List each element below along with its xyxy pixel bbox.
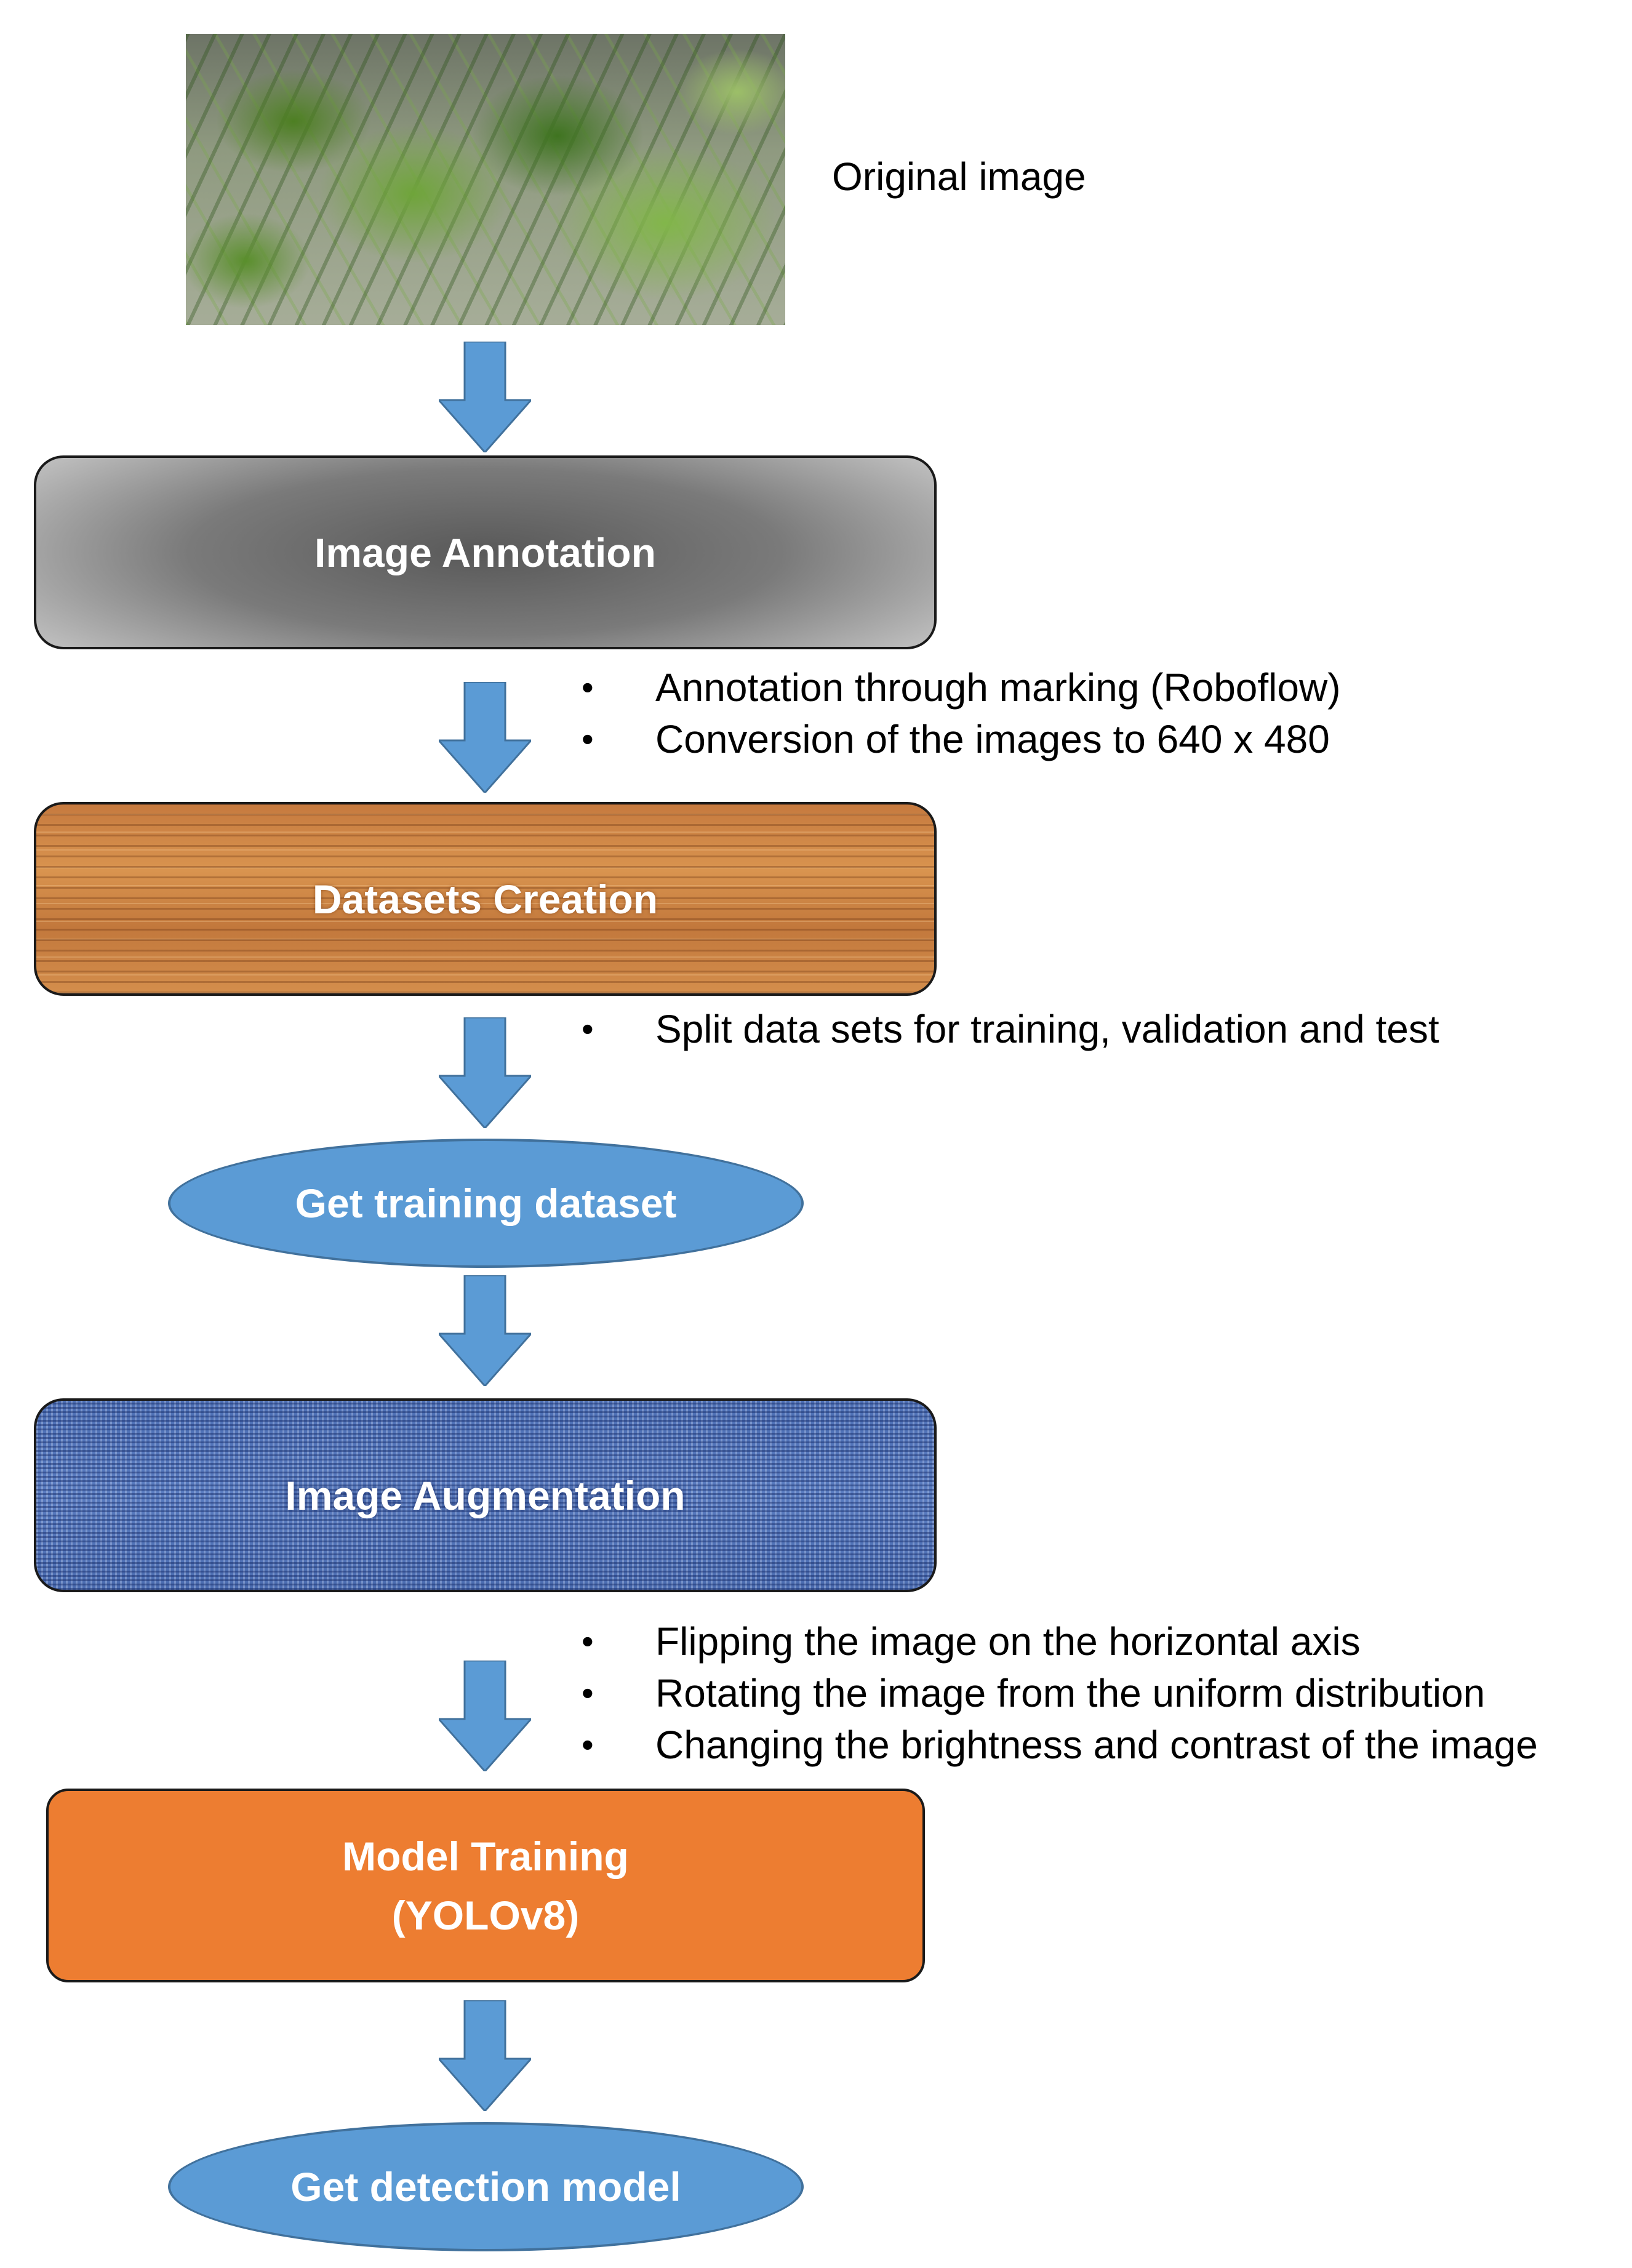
model-training-label: Model Training: [342, 1833, 629, 1879]
down-arrow-icon: [439, 682, 531, 793]
get-training-dataset-step: Get training dataset: [168, 1139, 804, 1268]
list-item: Split data sets for training, validation…: [582, 1003, 1439, 1055]
image-augmentation-label: Image Augmentation: [285, 1472, 686, 1518]
original-plant-photo: [186, 34, 785, 325]
list-item: Rotating the image from the uniform dist…: [582, 1667, 1538, 1719]
down-arrow-icon: [439, 342, 531, 452]
down-arrow-icon: [439, 1275, 531, 1386]
down-arrow-icon: [439, 1017, 531, 1128]
image-augmentation-step: Image Augmentation: [34, 1398, 937, 1592]
datasets-creation-label: Datasets Creation: [312, 876, 658, 922]
list-item: Flipping the image on the horizontal axi…: [582, 1616, 1538, 1667]
datasets-notes-list: Split data sets for training, validation…: [582, 1003, 1439, 1055]
list-item: Annotation through marking (Roboflow): [582, 662, 1341, 713]
original-image-caption: Original image: [832, 154, 1086, 199]
list-item: Conversion of the images to 640 x 480: [582, 713, 1341, 765]
datasets-creation-step: Datasets Creation: [34, 802, 937, 996]
image-annotation-step: Image Annotation: [34, 455, 937, 649]
get-training-dataset-label: Get training dataset: [295, 1180, 677, 1226]
get-detection-model-step: Get detection model: [168, 2122, 804, 2251]
down-arrow-icon: [439, 2000, 531, 2111]
image-annotation-label: Image Annotation: [314, 529, 656, 575]
list-item: Changing the brightness and contrast of …: [582, 1719, 1538, 1771]
get-detection-model-label: Get detection model: [290, 2164, 681, 2210]
augmentation-notes-list: Flipping the image on the horizontal axi…: [582, 1616, 1538, 1771]
annotation-notes-list: Annotation through marking (Roboflow) Co…: [582, 662, 1341, 765]
model-training-model-label: (YOLOv8): [391, 1892, 580, 1938]
model-training-step: Model Training (YOLOv8): [46, 1789, 925, 1982]
down-arrow-icon: [439, 1661, 531, 1771]
